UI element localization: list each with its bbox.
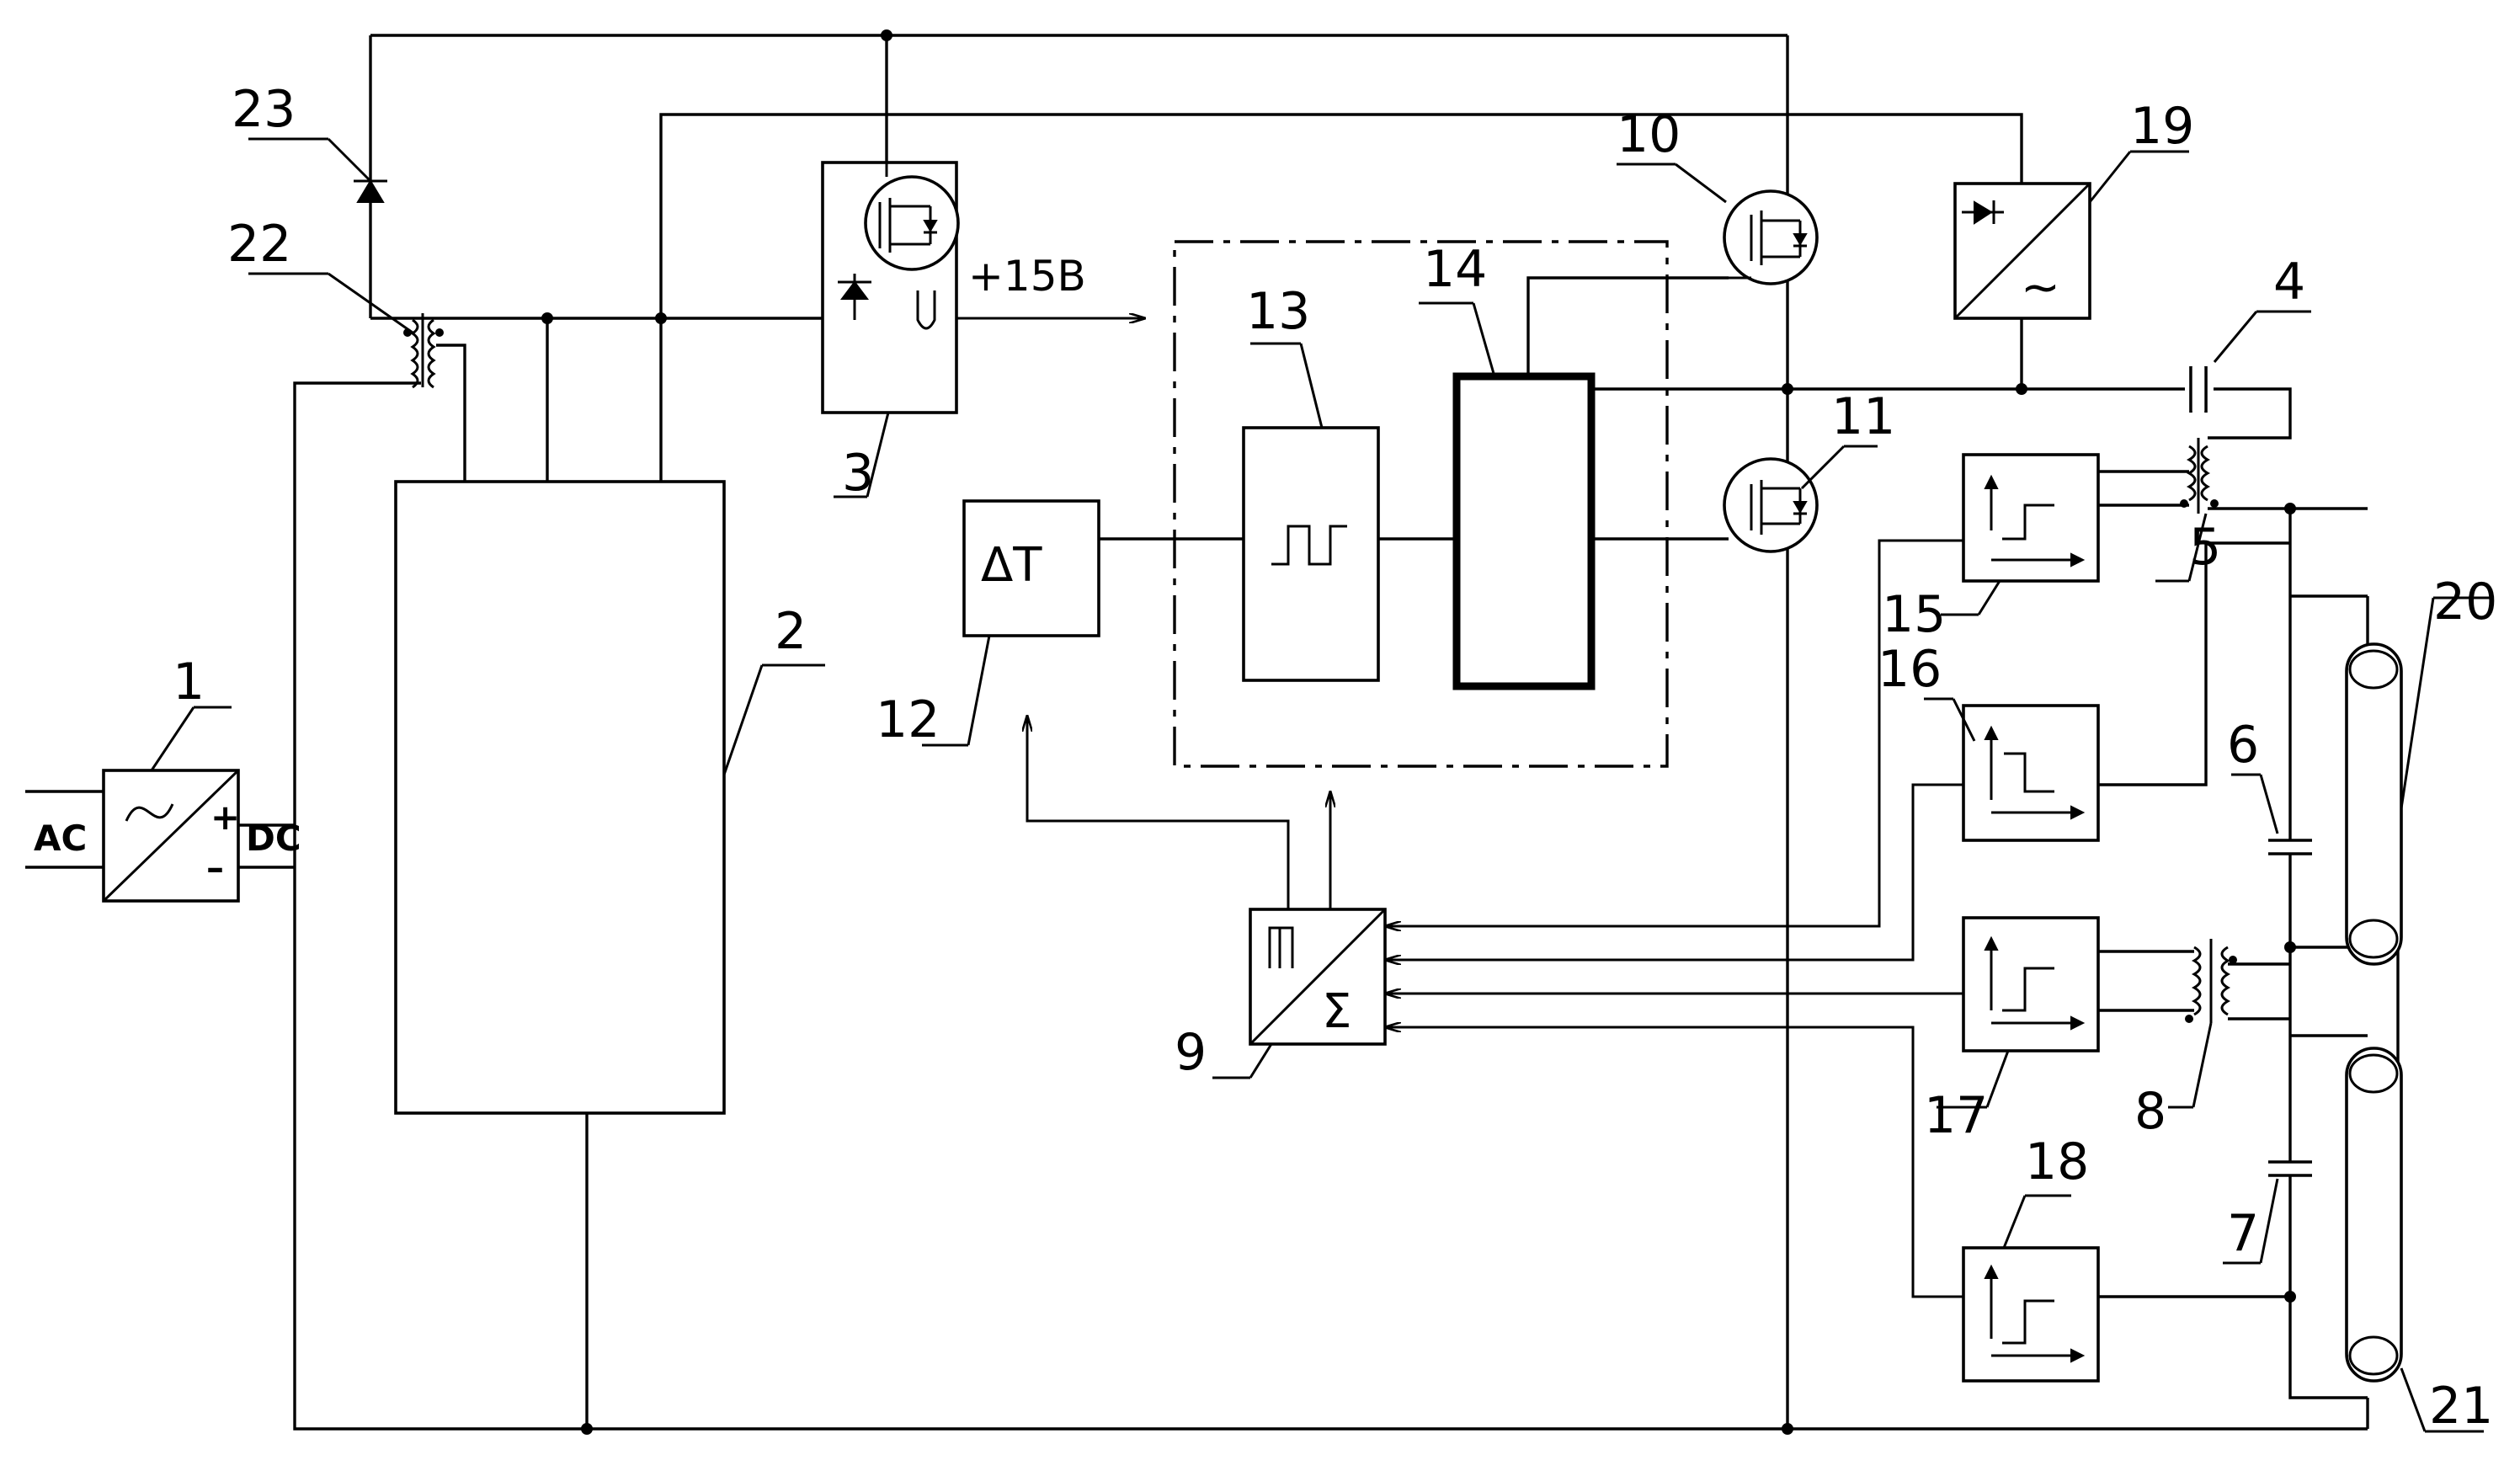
comparator-15: 15 — [1882, 455, 2098, 644]
generator-13: 13 — [1244, 282, 1378, 680]
mosfet-11: 11 — [1724, 387, 1895, 552]
lamp-20: 20 — [2347, 573, 2497, 964]
c1-plus: + — [210, 797, 240, 838]
c13-number: 13 — [1246, 282, 1310, 341]
comparator-18: 18 — [1963, 1132, 2098, 1381]
capacitor-7: 7 — [2223, 1162, 2312, 1263]
lamp-21: 21 — [2347, 1048, 2493, 1436]
c14-number: 14 — [1423, 240, 1487, 299]
c9-number: 9 — [1175, 1023, 1207, 1082]
transformer-8: 8 — [2134, 939, 2236, 1141]
c7-number: 7 — [2227, 1204, 2259, 1263]
c4-number: 4 — [2273, 253, 2305, 312]
c2-number: 2 — [775, 602, 807, 661]
c3-number: 3 — [842, 444, 874, 503]
c15-number: 15 — [1882, 585, 1946, 644]
block-2: 2 — [396, 482, 825, 1113]
diode-23: 23 — [232, 80, 387, 202]
c19-number: 19 — [2130, 97, 2194, 156]
transformer-22: 22 — [227, 215, 443, 387]
c3-voltage: +15B — [968, 252, 1086, 301]
c8-number: 8 — [2134, 1082, 2166, 1141]
c11-number: 11 — [1831, 387, 1895, 446]
regulator-3: 3 +15B — [823, 163, 1086, 503]
c10-number: 10 — [1617, 105, 1681, 164]
c5-number: 5 — [2189, 518, 2221, 577]
summator-9: Σ 9 — [1175, 909, 1385, 1082]
driver-14: 14 — [1419, 240, 1591, 686]
capacitor-6: 6 — [2227, 716, 2312, 854]
c1-dc-label: DC — [246, 818, 301, 859]
c6-number: 6 — [2227, 716, 2259, 775]
c18-number: 18 — [2025, 1132, 2089, 1191]
delay-12: ΔT 12 — [876, 501, 1099, 749]
c20-number: 20 — [2433, 573, 2497, 631]
c22-number: 22 — [227, 215, 291, 274]
c16-number: 16 — [1878, 640, 1942, 699]
c12-number: 12 — [876, 690, 940, 749]
c1-ac-label: AC — [34, 818, 87, 859]
rectifier-19: ~ 19 — [1955, 97, 2194, 318]
c17-number: 17 — [1924, 1086, 1988, 1145]
converter-1: + – AC DC 1 — [34, 653, 301, 901]
c23-number: 23 — [232, 80, 296, 139]
c19-symbol: ~ — [2021, 260, 2060, 315]
c1-minus: – — [206, 847, 224, 888]
c9-symbol: Σ — [1322, 984, 1351, 1039]
c1-number: 1 — [173, 653, 205, 711]
comparator-16: 16 — [1878, 640, 2098, 840]
c21-number: 21 — [2429, 1377, 2493, 1436]
comparator-17: 17 — [1924, 918, 2098, 1145]
c12-symbol: ΔT — [981, 538, 1042, 593]
